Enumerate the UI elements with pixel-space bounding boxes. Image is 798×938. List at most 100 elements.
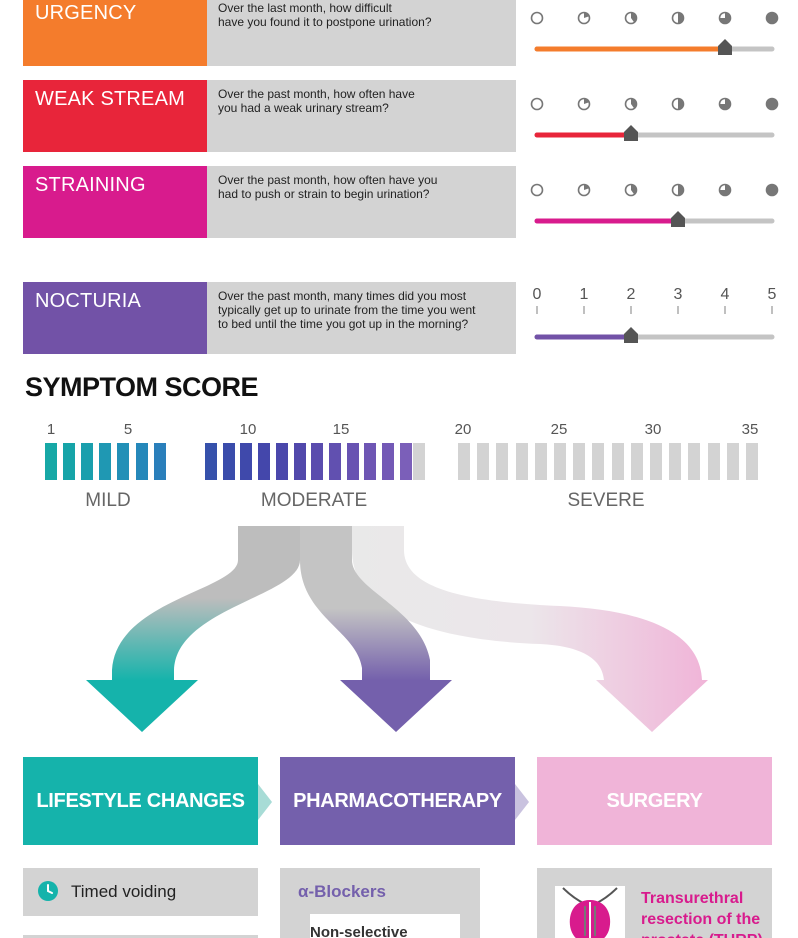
prostate-illustration — [555, 886, 625, 938]
score-bar — [496, 443, 509, 480]
score-bar — [399, 443, 412, 480]
score-number: 5 — [123, 421, 133, 438]
score-band-label: SEVERE — [567, 490, 645, 511]
score-bar — [311, 443, 324, 480]
nocturia-scale-label: 0 — [533, 286, 542, 303]
question-text-line: had to push or strain to begin urination… — [218, 187, 430, 201]
score-band-label: MODERATE — [260, 490, 368, 511]
score-bar — [382, 443, 394, 480]
score-bar — [328, 443, 341, 480]
score-bar — [240, 443, 253, 480]
frequency-icon-fill — [719, 184, 731, 196]
lifestyle-changes-box: LIFESTYLE CHANGES — [23, 757, 258, 845]
score-bar — [458, 443, 470, 480]
score-bar — [573, 443, 586, 480]
score-bar — [258, 443, 271, 480]
question-label: NOCTURIA — [23, 282, 207, 354]
score-bar — [726, 443, 739, 480]
frequency-icon-fill — [584, 184, 590, 190]
question-text-line: Over the last month, how difficult — [218, 1, 392, 15]
frequency-icon-fill — [631, 12, 637, 23]
chevron-right-icon — [258, 784, 272, 820]
flow-arrow-surgery — [352, 526, 708, 732]
treatment-flow-arrows — [86, 526, 708, 732]
score-number: 15 — [332, 421, 350, 438]
question-text-line: to bed until the time you got up in the … — [218, 317, 469, 331]
score-bar — [346, 443, 359, 480]
score-bar — [63, 443, 76, 480]
question-text-line: Over the past month, many times did you … — [218, 289, 467, 303]
score-bar — [554, 443, 566, 480]
frequency-icon-fill — [584, 98, 590, 104]
score-band-label: MILD — [85, 490, 131, 511]
score-bar — [592, 443, 605, 480]
score-bar — [117, 443, 130, 480]
score-number: 30 — [644, 421, 662, 438]
lifestyle-item-next — [23, 935, 258, 938]
symptom-score-title: SYMPTOM SCORE — [25, 372, 259, 402]
flow-arrow-lifestyle — [86, 526, 300, 732]
frequency-icon — [530, 183, 544, 197]
frequency-icon — [765, 183, 779, 197]
frequency-icon — [530, 97, 544, 111]
score-number: 25 — [550, 421, 568, 438]
prostate-icon — [562, 887, 618, 938]
score-bar — [293, 443, 306, 480]
score-bar — [746, 443, 758, 480]
chevron-right-icon — [515, 784, 529, 820]
surgery-label: SURGERY — [606, 789, 703, 812]
slider-handle — [671, 211, 685, 227]
question-label: STRAINING — [23, 166, 207, 238]
frequency-scale — [530, 183, 779, 227]
score-number: 10 — [239, 421, 257, 438]
surgery-box: SURGERY — [537, 757, 772, 845]
frequency-scale — [530, 97, 779, 141]
frequency-icon-fill — [631, 184, 637, 195]
score-bar — [205, 443, 217, 480]
question-text-line: have you found it to postpone urination? — [218, 15, 432, 29]
question-text-line: typically get up to urinate from the tim… — [218, 303, 476, 317]
frequency-icon — [765, 97, 779, 111]
question-row: STRAINING Over the past month, how often … — [23, 166, 516, 238]
clock-icon — [38, 881, 58, 901]
alpha-blockers-box: α-Blockers Non-selective — [280, 868, 480, 938]
slider-handle — [624, 125, 638, 141]
turp-line-3: prostate (TURP) — [641, 930, 763, 938]
score-bar — [99, 443, 112, 480]
score-bar — [477, 443, 490, 480]
frequency-scale — [530, 11, 779, 55]
score-bar — [364, 443, 377, 480]
frequency-icon-fill — [719, 12, 731, 24]
alpha-blockers-heading: α-Blockers — [298, 882, 386, 901]
score-bar — [81, 443, 94, 480]
nocturia-scale-label: 1 — [580, 286, 589, 303]
slider-handle — [718, 39, 732, 55]
non-selective-text: Non-selective — [310, 924, 408, 938]
score-bar — [222, 443, 235, 480]
pharmacotherapy-label: PHARMACOTHERAPY — [293, 789, 502, 812]
score-bar — [611, 443, 624, 480]
score-number: 1 — [46, 421, 56, 438]
frequency-icon-fill — [678, 98, 684, 110]
turp-line-2: resection of the — [641, 911, 761, 928]
question-row: NOCTURIA Over the past month, many times … — [23, 282, 516, 354]
nocturia-scale-label: 5 — [768, 286, 777, 303]
pharmacotherapy-box: PHARMACOTHERAPY — [280, 757, 515, 845]
turp-box: Transurethral resection of the prostate … — [537, 868, 772, 938]
frequency-icon-fill — [719, 98, 731, 110]
timed-voiding-text: Timed voiding — [71, 882, 177, 901]
score-bar — [413, 443, 425, 480]
score-bar — [534, 443, 547, 480]
score-bar — [515, 443, 528, 480]
nocturia-scale-label: 2 — [627, 286, 636, 303]
lifestyle-changes-label: LIFESTYLE CHANGES — [36, 789, 245, 812]
score-bar — [688, 443, 701, 480]
frequency-icon-fill — [678, 12, 684, 24]
frequency-icon — [530, 11, 544, 25]
